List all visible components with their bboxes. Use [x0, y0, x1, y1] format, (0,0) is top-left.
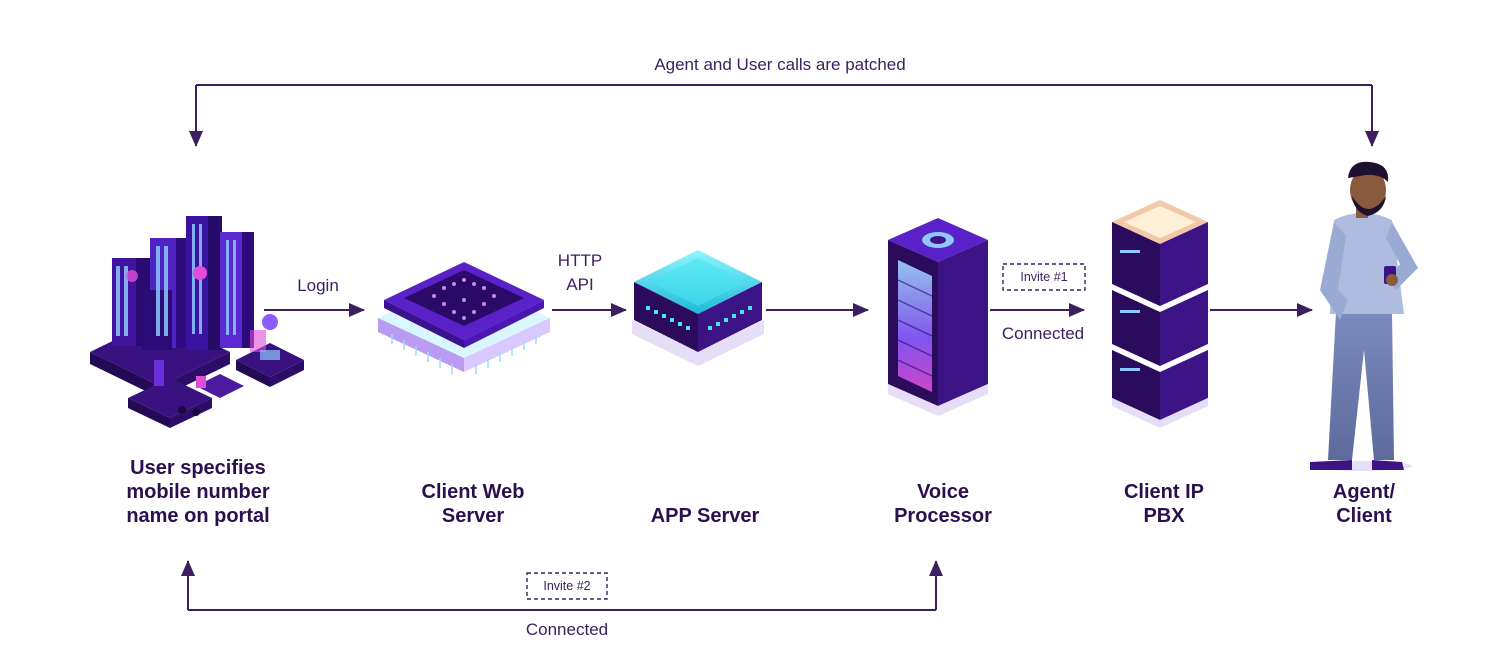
invite-1-box: [1002, 263, 1086, 291]
bottom-connected-link: Invite #2 Connected: [181, 560, 943, 639]
top-patch-link: Agent and User calls are patched: [189, 55, 1379, 147]
connected-label: Connected: [1002, 324, 1084, 343]
server-tower-icon: [888, 218, 988, 416]
client-ip-pbx-label: Client IP PBX: [1123, 481, 1204, 527]
bottom-connected-label: Connected: [526, 620, 608, 639]
login-label: Login: [297, 276, 339, 295]
person-icon: [1310, 161, 1418, 471]
api-label: API: [566, 275, 593, 294]
flow-arrows: Login HTTP API Invite #1 Connected: [264, 251, 1313, 343]
app-server-label: APP Server: [650, 505, 760, 527]
user-portal-label: User specifies mobile number name on por…: [126, 457, 270, 527]
http-label: HTTP: [558, 251, 602, 270]
server-block-icon: [632, 250, 764, 366]
invite-2-label: Invite #2: [543, 579, 590, 593]
invite-2-box: [526, 572, 608, 600]
invite-1-label: Invite #1: [1020, 270, 1067, 284]
top-link-label: Agent and User calls are patched: [654, 55, 905, 74]
agent-client-label: Agent/ Client: [1332, 481, 1396, 527]
smart-city-icon: [90, 216, 304, 428]
voice-processor-label: Voice Processor: [894, 481, 992, 527]
chip-icon: [378, 262, 550, 374]
rack-server-icon: [1112, 200, 1208, 428]
client-web-server-label: Client Web Server: [421, 481, 525, 527]
